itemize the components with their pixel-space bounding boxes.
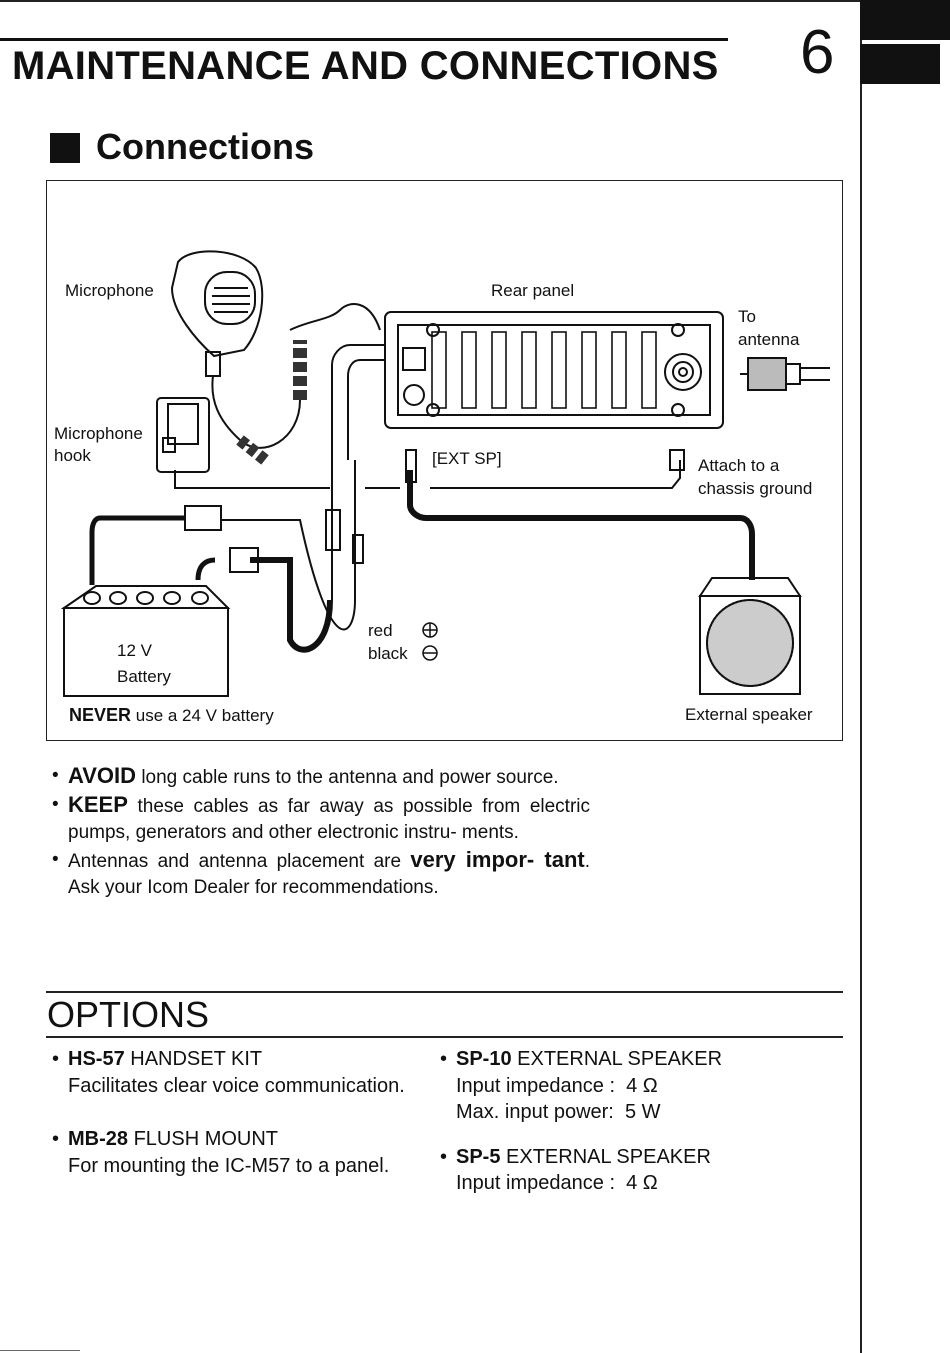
page-title: MAINTENANCE AND CONNECTIONS (12, 44, 719, 88)
note-avoid: AVOID long cable runs to the antenna and… (50, 763, 590, 792)
option-spec: Input impedance : 4 Ω (456, 1074, 658, 1097)
microphone-hook-label: Microphone (54, 424, 143, 443)
ext-sp-label: [EXT SP] (432, 449, 502, 468)
battery-icon (60, 585, 231, 697)
note-keyword: KEEP (68, 791, 128, 817)
warning-keyword: NEVER (69, 705, 132, 725)
option-spec: Input impedance : 4 Ω (456, 1172, 658, 1194)
option-model: SP-10 (456, 1048, 512, 1070)
battery-label: Battery (117, 667, 171, 686)
microphone-hook-icon (156, 397, 210, 473)
title-rule (0, 38, 728, 41)
black-wire-label: black (368, 644, 408, 663)
option-model: MB-28 (68, 1128, 129, 1150)
microphone-icon (170, 250, 264, 377)
rear-panel-label: Rear panel (491, 281, 575, 300)
options-right-column: SP-10 EXTERNAL SPEAKER Input impedance :… (438, 1046, 838, 1197)
note-text: long cable runs to the antenna and power… (136, 767, 559, 788)
microphone-label: Microphone (65, 281, 154, 300)
option-item: MB-28 FLUSH MOUNT (50, 1126, 430, 1153)
option-name: EXTERNAL SPEAKER (511, 1048, 723, 1070)
note-text: . Ask your Icom Dealer for recommendatio… (68, 850, 590, 899)
note-keyword: AVOID (68, 763, 137, 788)
option-name: FLUSH MOUNT (128, 1128, 279, 1150)
chapter-tab-marker (860, 44, 940, 84)
note-text: Antennas and antenna placement are (68, 850, 411, 872)
options-rule-bottom (46, 1036, 843, 1038)
red-wire-label: red (368, 621, 393, 640)
chapter-number: 6 (800, 18, 835, 87)
to-antenna-label-2: antenna (738, 330, 800, 349)
option-item: SP-5 EXTERNAL SPEAKER (438, 1144, 838, 1171)
battery-voltage-label: 12 V (117, 641, 152, 660)
chassis-ground-label: Attach to a (698, 456, 780, 475)
coiled-cord-icon (211, 303, 381, 465)
warning-text: use a 24 V battery (131, 706, 274, 725)
option-model: SP-5 (456, 1145, 501, 1168)
chapter-tab-marker (860, 0, 950, 40)
option-item: SP-10 EXTERNAL SPEAKER (438, 1046, 838, 1073)
antenna-connector-icon (740, 357, 830, 391)
note-text: these cables as far away as possible fro… (68, 795, 590, 844)
connection-notes: AVOID long cable runs to the antenna and… (50, 763, 590, 902)
microphone-hook-label-2: hook (54, 446, 91, 465)
note-keep: KEEP these cables as far away as possibl… (50, 792, 590, 847)
options-title: OPTIONS (47, 994, 210, 1035)
option-model: HS-57 (68, 1048, 125, 1070)
section-square-icon (50, 133, 80, 163)
connections-diagram (46, 180, 843, 741)
note-antennas: Antennas and antenna placement are very … (50, 847, 590, 902)
option-item: HS-57 HANDSET KIT (50, 1046, 430, 1073)
option-name: EXTERNAL SPEAKER (500, 1145, 711, 1168)
note-keyword: very impor- tant (410, 846, 585, 872)
option-name: HANDSET KIT (124, 1048, 263, 1070)
chassis-ground-label-2: chassis ground (698, 479, 813, 498)
to-antenna-label: To (738, 307, 756, 326)
option-description: For mounting the IC-M57 to a panel. (68, 1154, 390, 1177)
section-title: Connections (96, 126, 315, 167)
external-speaker-label: External speaker (685, 705, 813, 724)
option-spec: Max. input power: 5 W (456, 1101, 661, 1123)
bottom-rule (0, 1350, 80, 1351)
external-speaker-icon (698, 577, 802, 695)
rear-panel-icon (384, 311, 724, 429)
options-rule-top (46, 991, 843, 993)
option-description: Facilitates clear voice communication. (68, 1074, 405, 1097)
top-rule (0, 0, 860, 2)
chapter-tab-line (860, 0, 862, 1353)
options-left-column: HS-57 HANDSET KIT Facilitates clear voic… (50, 1046, 430, 1179)
battery-warning: NEVER use a 24 V battery (69, 705, 274, 726)
